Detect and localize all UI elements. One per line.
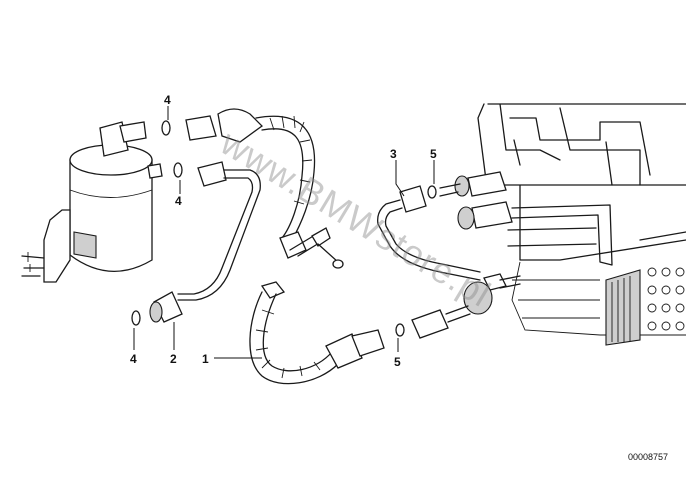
callout-4-bottom: 4 [130, 352, 137, 366]
callout-3: 3 [390, 147, 397, 161]
callout-1: 1 [202, 352, 209, 366]
leader-lines [133, 106, 435, 359]
expansion-pipe [377, 183, 521, 339]
callout-4-top: 4 [164, 93, 171, 107]
lower-hose [249, 281, 385, 385]
callout-2: 2 [170, 352, 177, 366]
callout-5-bottom: 5 [394, 355, 401, 369]
rigid-pipe [149, 161, 261, 323]
receiver-drier [21, 121, 163, 283]
callout-5-top: 5 [430, 147, 437, 161]
hose-clamp [289, 227, 344, 269]
evaporator-housing [477, 103, 686, 346]
callout-labels: 4 4 4 2 1 3 5 5 [130, 93, 437, 369]
callout-4-mid: 4 [175, 194, 182, 208]
washers [131, 120, 437, 337]
upper-hose [185, 108, 316, 259]
evaporator-fittings [454, 171, 513, 230]
watermark-text: www.BMWstore.pl [213, 121, 498, 315]
document-number: 00008757 [628, 452, 668, 462]
